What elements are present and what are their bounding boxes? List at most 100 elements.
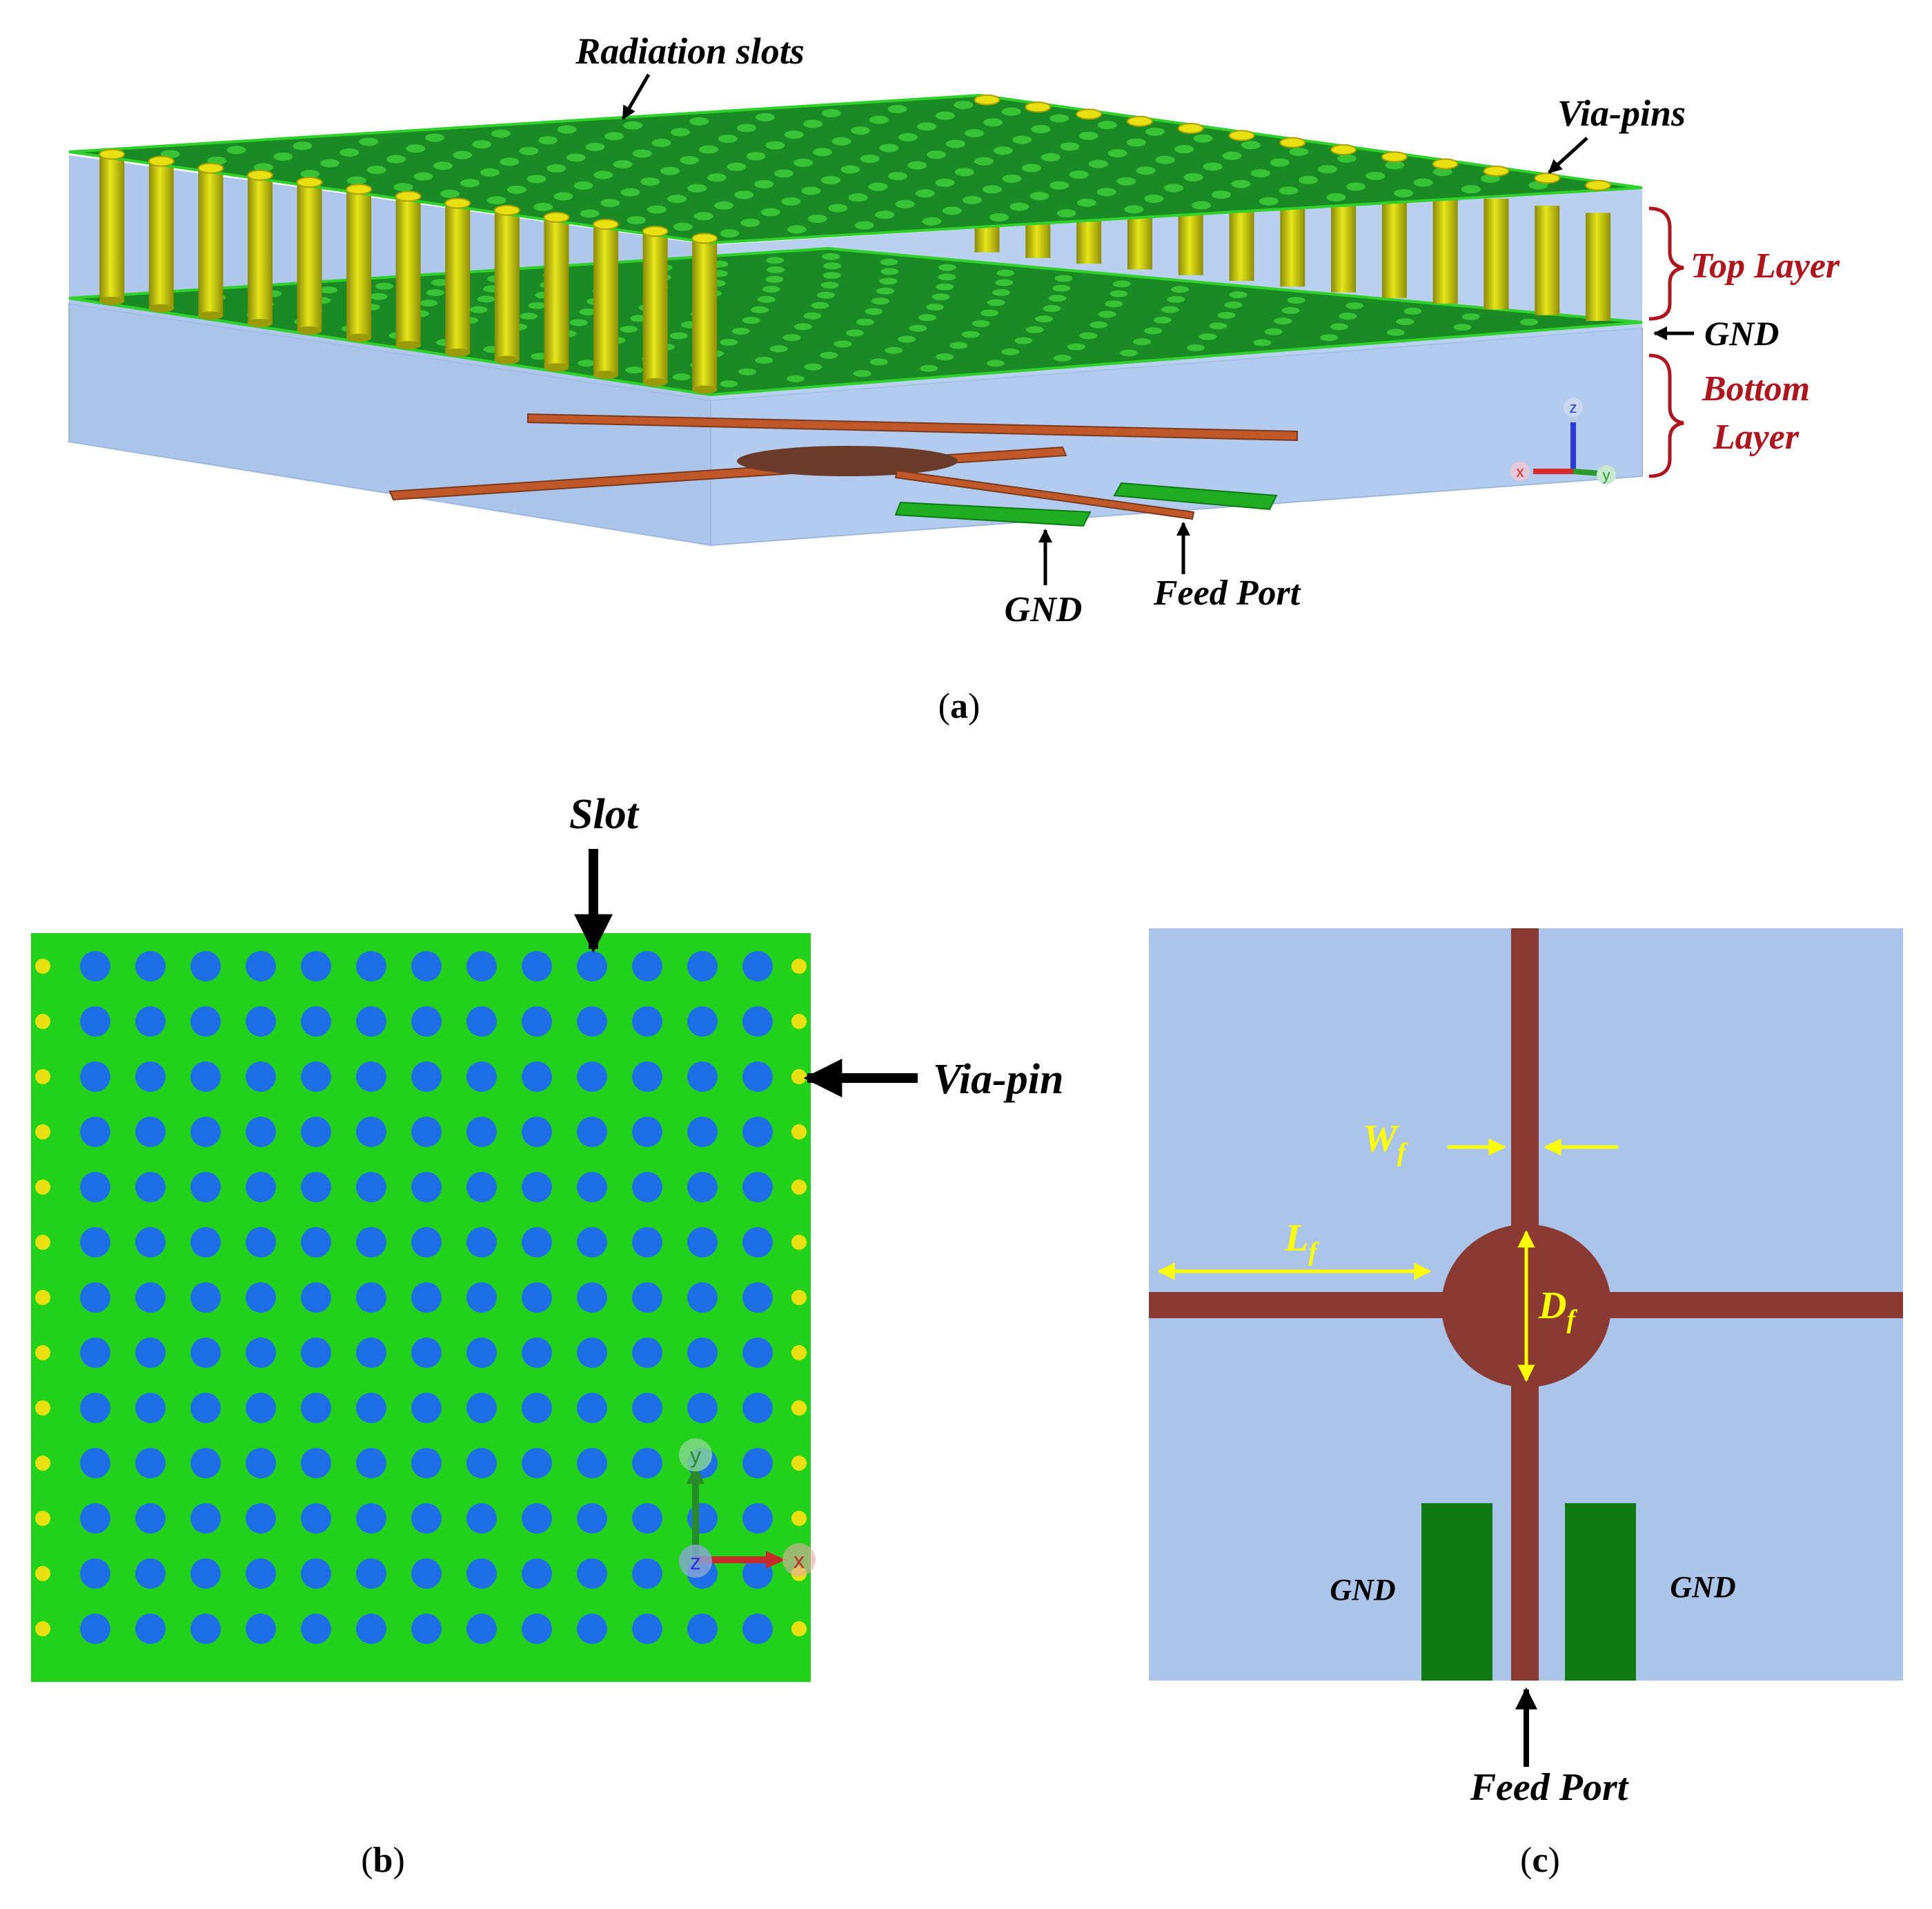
via-pin-head [593,219,620,231]
via-pin [35,1290,50,1305]
radiation-slot [687,184,707,193]
via-pin-head [1177,123,1204,135]
gnd-slot [1035,315,1054,323]
via-pin-body [148,161,174,309]
slot [190,1558,221,1589]
radiation-slot [935,178,955,187]
slot-grid [80,951,773,1644]
radiation-slot [386,155,406,164]
radiation-slot [366,166,386,175]
radiation-slot [667,195,687,204]
radiation-slot [760,208,780,217]
gnd-slot [731,327,750,335]
via-pin-head [1126,115,1153,127]
gnd-slot [995,279,1014,286]
radiation-slot [887,172,907,181]
radiation-slot [693,212,713,221]
slot [80,1117,110,1147]
slot [577,1558,607,1589]
via-pin [791,1014,807,1029]
slot [301,1172,331,1202]
radiation-slot [1155,155,1175,164]
gnd-slot [936,353,954,361]
radiation-slot [1124,205,1144,214]
slot [687,1338,718,1368]
slot [466,1448,497,1478]
gnd-slot [880,268,899,275]
via-pin [35,1179,50,1195]
radiation-slot [519,146,539,155]
gnd-slot [804,363,822,371]
slot [632,1338,662,1368]
slot [246,1614,276,1644]
gnd-slot [751,306,769,313]
via-pin-base [692,385,718,394]
radiation-slot [1270,158,1290,167]
radiation-slots-arrow [621,73,651,120]
df-label: Df [1538,1284,1577,1334]
gnd-slot [319,286,338,294]
caption-b: (b) [361,1841,405,1880]
radiation-slot [538,136,558,145]
slot [356,1503,386,1534]
slot [80,1448,110,1478]
slot [246,1117,276,1147]
gnd-slot [1098,311,1116,318]
gnd-slot [1171,286,1190,293]
via-pin-head [642,226,669,237]
slot [80,951,110,981]
gnd-slot [880,258,898,266]
slot [246,1227,276,1257]
radiation-slot [1174,145,1194,154]
slot [190,1006,221,1037]
slot [80,1503,110,1534]
axis-triad-b: y z x [679,1438,816,1578]
via-pin [791,1621,807,1636]
slot [80,1393,110,1423]
radiation-slot [623,121,643,130]
radiation-slot [1394,189,1414,198]
gnd-slot [1339,313,1357,320]
gnd-slot [1153,316,1172,324]
slot [246,1558,276,1589]
gnd-slot [949,342,968,349]
slot [687,1227,718,1257]
via-pin-head [197,162,224,174]
slot [466,1338,497,1368]
slot [577,951,607,981]
via-pin-body [1483,198,1509,310]
gnd-slot [469,306,488,313]
gnd-label-left: GND [1330,1573,1395,1607]
slot [742,1503,773,1534]
via-pin-heads [99,94,1612,244]
slot [356,1061,386,1092]
lf-label: Lf [1284,1217,1319,1266]
via-pins-label: Via-pins [1557,92,1686,134]
slot [190,1448,221,1478]
slot [411,1448,442,1478]
radiation-slot [253,163,273,172]
bottom-layer-label-2: Layer [1713,418,1800,457]
radiation-slot [781,197,801,206]
gnd-slot [980,309,999,317]
gnd-slot [569,319,588,326]
radiation-slot [982,185,1002,194]
radiation-slot [802,119,822,128]
slot [411,1558,442,1589]
radiation-slot [500,157,520,166]
axis-x-label-b: x [793,1548,805,1573]
slot [190,951,221,981]
via-pin-body [346,189,372,338]
via-pin-body [642,231,668,382]
radiation-slot [754,179,774,188]
gnd-slot [909,324,927,332]
slot [190,1061,221,1092]
slot [411,1614,442,1644]
gnd-slot [816,291,835,299]
axis-x-label: x [1517,463,1524,480]
via-pin-head [1534,173,1561,184]
slot [522,1282,552,1313]
via-pin-base [642,378,668,386]
slot [522,1393,552,1423]
gnd-slot [757,295,776,303]
